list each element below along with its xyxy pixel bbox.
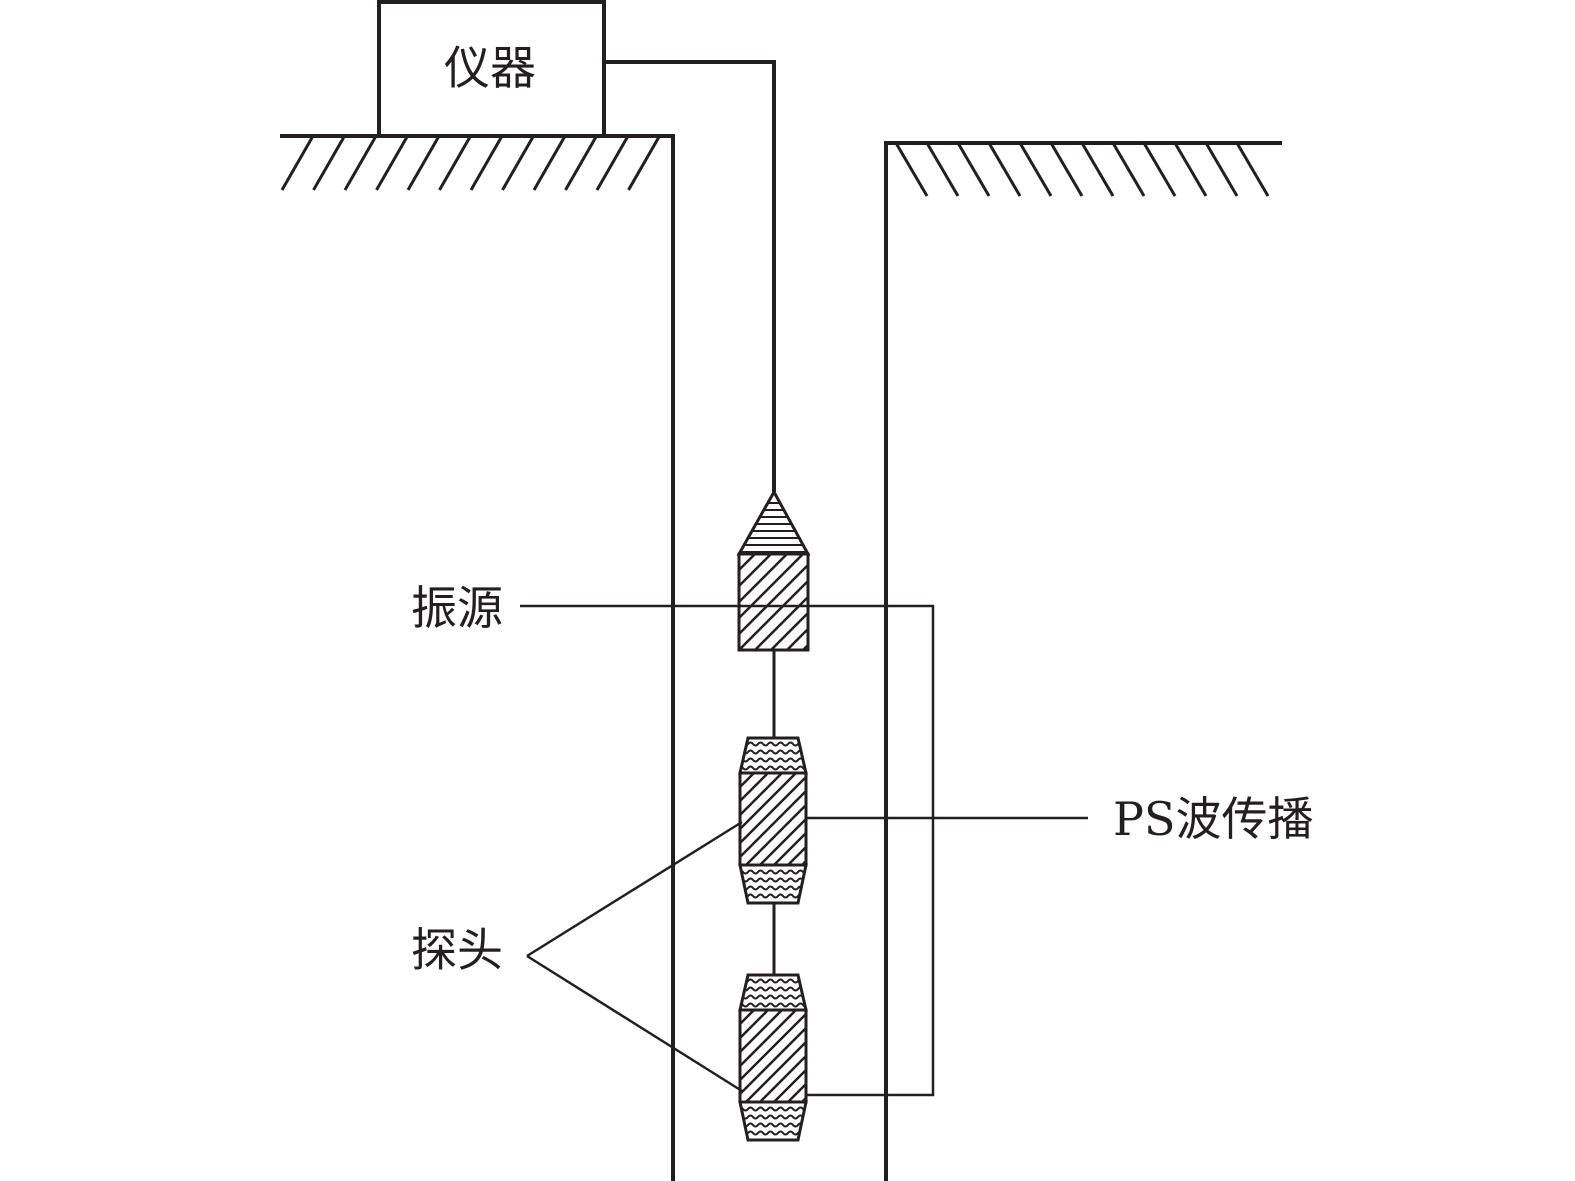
hatch-mark [438,135,472,191]
diagonal-hatch [739,554,740,556]
hatch-mark [894,142,929,197]
hatch-mark [956,142,991,197]
ps-wave-propagation-label: PS波传播 [1113,792,1314,846]
hatch-mark [501,135,535,191]
hatch-mark [532,135,567,191]
hatch-mark [595,135,630,191]
diagonal-hatch [787,1082,806,1102]
diagonal-hatch [739,554,772,588]
diagonal-hatch [844,1010,936,1102]
leader-probe-1 [526,820,743,958]
hatch-mark [1080,142,1115,197]
probe-2 [738,973,950,1142]
diagonal-hatch [819,554,915,650]
diagonal-hatch [867,554,963,650]
hatch-mark [1111,142,1146,197]
diagonal-hatch [740,1010,797,1068]
hatch-mark [627,135,661,191]
wave-line [740,877,806,883]
diagonal-hatch [740,1010,783,1054]
instrument-box [377,0,606,138]
wave-line [740,749,806,755]
ground-hatch-right [894,142,1270,197]
hatch-mark [1173,142,1208,197]
hatch-mark [406,135,441,191]
leader-source-loop [520,604,935,1097]
wave-line [740,741,806,747]
diagonal-hatch [740,1010,769,1040]
diagonal-hatch [830,1010,922,1102]
diagonal-hatch [740,773,769,803]
hatch-mark [312,135,346,191]
probe-body [740,773,806,865]
diagonal-hatch [816,1010,908,1102]
probe-bottom-cap [740,1106,806,1136]
diagonal-hatch [739,579,808,650]
ground-left [280,134,675,1181]
diagonal-hatch [754,595,808,650]
probe-top-cap [740,741,806,771]
diagonal-hatch [745,803,806,865]
probe-bottom-cap [740,869,806,899]
wave-line [740,893,806,899]
diagonal-hatch [899,554,995,650]
diagonal-hatch [883,554,979,650]
diagonal-hatch [773,831,806,865]
diagonal-hatch [740,773,783,817]
hatch-mark [1204,142,1239,197]
hatch-mark [987,142,1022,197]
hatch-mark [925,142,960,197]
vibration-source-label: 振源 [411,581,503,635]
wave-line [740,1114,806,1120]
hatch-mark [280,135,315,191]
probe-body [740,1010,950,1102]
wave-line [740,978,806,984]
cable [604,60,776,492]
ground-hatch-left [280,135,661,191]
wave-line [740,994,806,1000]
diagonal-hatch [770,611,808,650]
diagonal-hatch [801,1096,806,1102]
diagonal-hatch [759,1054,806,1102]
hatch-mark [1142,142,1177,197]
wave-line [740,986,806,992]
hatch-mark [1235,142,1270,197]
wave-line [740,885,806,891]
diagonal-hatch [835,554,931,650]
leader-probe-2 [526,954,743,1093]
diagonal-hatch [739,563,808,636]
hatch-mark [1049,142,1084,197]
diagonal-hatch [740,773,797,831]
hatch-mark [375,135,409,191]
hatch-mark [469,135,504,191]
diagonal-hatch [740,1012,806,1082]
probe-label: 探头 [411,923,503,977]
hatch-mark [1018,142,1053,197]
probe-1 [738,736,808,905]
diagonal-hatch [740,789,806,859]
probe-top-cap [740,978,806,1008]
vibration-source [736,488,995,652]
wave-line [740,757,806,763]
diagonal-hatch [739,554,788,604]
instrument-label: 仪器 [444,41,536,95]
diagonal-hatch [745,1040,806,1102]
diagonal-hatch [739,554,804,620]
hatch-mark [564,135,598,191]
diagonal-hatch [787,845,806,865]
diagonal-hatch [740,775,806,845]
ground-right [884,141,1282,1181]
wave-line [740,1130,806,1136]
diagonal-hatch [740,1026,806,1096]
diagonal-hatch [773,1068,806,1102]
hatch-mark [343,135,378,191]
diagonal-hatch [740,1010,741,1012]
diagonal-hatch [858,1010,950,1102]
diagonal-hatch [759,817,806,865]
diagonal-hatch [786,627,808,650]
wave-line [740,1122,806,1128]
